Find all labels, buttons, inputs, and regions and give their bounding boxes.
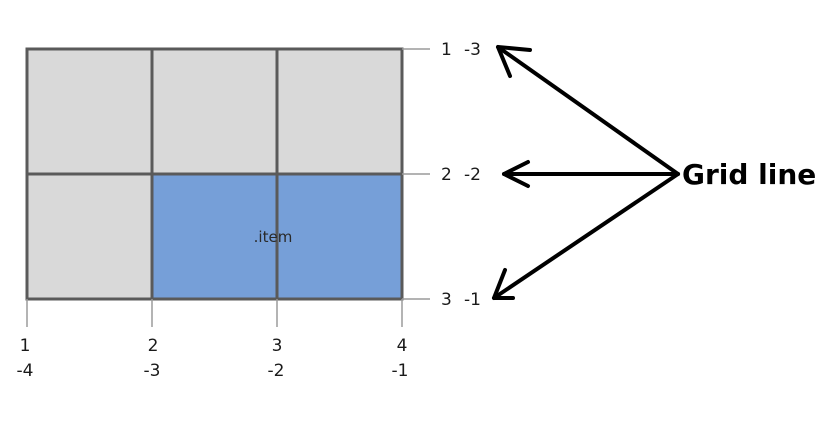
column-line-4-negative: -1: [392, 361, 409, 381]
row-line-1-positive: 1: [441, 40, 452, 60]
column-line-1-positive: 1: [20, 336, 31, 356]
column-line-2-negative: -3: [144, 361, 161, 381]
grid-cell-r1-c3: [277, 49, 402, 174]
column-ticks: [26, 299, 403, 327]
row-line-2-positive: 2: [441, 165, 452, 185]
column-line-4-positive: 4: [397, 336, 408, 356]
row-ticks: [402, 48, 430, 300]
row-line-3-negative: -1: [464, 290, 481, 310]
callout-arrows: [492, 45, 680, 300]
arrow-to-row-line-3: [492, 172, 680, 300]
row-line-3-positive: 3: [441, 290, 452, 310]
column-line-labels: 1 -4 2 -3 3 -2 4 -1: [17, 336, 409, 381]
grid-line-callout-label: Grid line: [682, 158, 816, 191]
grid-cell-r2-c1: [27, 174, 152, 299]
row-line-2-negative: -2: [464, 165, 481, 185]
arrow-to-row-line-1: [496, 45, 680, 176]
grid-cell-r1-c2: [152, 49, 277, 174]
row-line-labels: 1 -3 2 -2 3 -1: [441, 40, 481, 310]
column-line-1-negative: -4: [17, 361, 34, 381]
item-label: .item: [254, 228, 293, 246]
column-line-2-positive: 2: [148, 336, 159, 356]
arrow-to-row-line-2: [502, 160, 680, 188]
column-line-3-negative: -2: [268, 361, 285, 381]
column-line-3-positive: 3: [272, 336, 283, 356]
grid-cell-r1-c1: [27, 49, 152, 174]
row-line-1-negative: -3: [464, 40, 481, 60]
grid-lines: [25, 47, 404, 301]
